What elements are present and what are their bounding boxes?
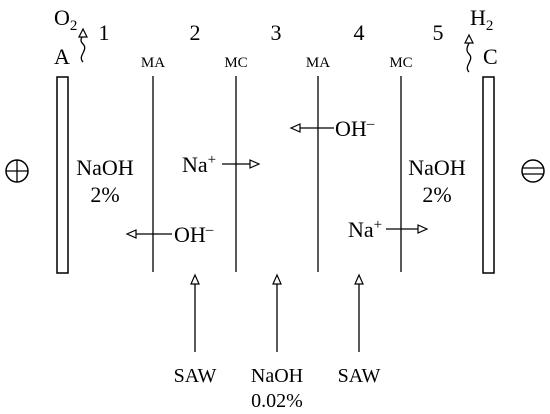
feed-left-arrow-icon (190, 273, 200, 352)
right-electrolyte-name: NaOH (408, 155, 466, 180)
cathode-electrode (482, 76, 495, 274)
feed-right-arrow-icon (354, 273, 364, 352)
left-electrolyte-name: NaOH (76, 155, 134, 180)
plus-circle-icon (5, 159, 29, 183)
membrane-label-3: MA (306, 55, 330, 71)
oh-upper-label: OH– (335, 116, 375, 141)
membrane-label-4: MC (389, 55, 412, 71)
feed-middle-conc: 0.02% (251, 390, 303, 412)
oxygen-label: O2 (54, 5, 77, 34)
right-electrolyte-conc: 2% (422, 182, 451, 207)
oxygen-release-arrow-icon (78, 27, 88, 63)
na-lower-arrow-icon (386, 224, 429, 234)
oh-lower-arrow-icon (125, 229, 172, 239)
feed-right-label: SAW (338, 365, 381, 387)
compartment-number-1: 1 (99, 20, 110, 45)
compartment-number-4: 4 (354, 20, 365, 45)
cathode-label: C (483, 44, 498, 69)
na-upper-label: Na+ (182, 152, 216, 177)
feed-left-label: SAW (174, 365, 217, 387)
oh-lower-label: OH– (174, 222, 214, 247)
left-electrolyte-conc: 2% (90, 182, 119, 207)
feed-middle-name: NaOH (251, 365, 303, 387)
membrane-label-1: MA (141, 55, 165, 71)
minus-circle-icon (521, 159, 545, 183)
compartment-number-3: 3 (271, 20, 282, 45)
feed-middle-arrow-icon (272, 273, 282, 352)
anode-electrode (56, 76, 69, 274)
compartment-number-2: 2 (190, 20, 201, 45)
membrane-label-2: MC (224, 55, 247, 71)
hydrogen-release-arrow-icon (464, 33, 474, 73)
compartment-number-5: 5 (433, 20, 444, 45)
na-lower-label: Na+ (348, 217, 382, 242)
anode-label: A (54, 44, 70, 69)
hydrogen-label: H2 (470, 5, 493, 34)
oh-upper-arrow-icon (289, 123, 334, 133)
na-upper-arrow-icon (222, 159, 261, 169)
